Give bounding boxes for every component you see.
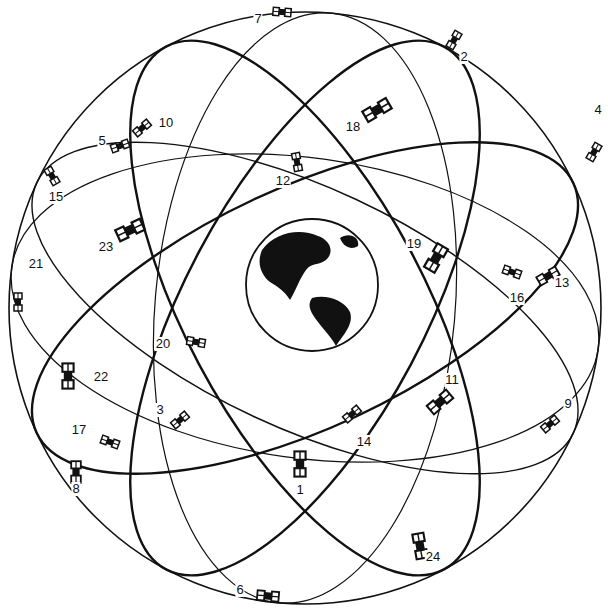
callout-number: 9 — [563, 397, 572, 411]
callout-number: 5 — [97, 134, 106, 148]
callout-number: 4 — [593, 103, 602, 117]
satellite-icon — [427, 390, 454, 415]
orbit-ellipse — [0, 74, 608, 542]
satellite-icon — [100, 435, 120, 449]
outer-orbit — [9, 12, 601, 604]
satellite-icon — [446, 30, 462, 50]
callout-number: 2 — [459, 50, 468, 64]
orbit-ellipse — [130, 0, 480, 610]
greenland — [340, 235, 358, 248]
callout-number: 16 — [509, 291, 525, 305]
satellite-icon — [133, 119, 152, 137]
callout-number: 10 — [158, 116, 174, 130]
callout-number: 19 — [406, 237, 422, 251]
satellite-icon — [71, 461, 81, 483]
callout-number: 21 — [28, 257, 44, 271]
satellite-icon — [62, 363, 73, 388]
satellite-icon — [14, 293, 22, 311]
callout-number: 7 — [253, 12, 262, 26]
callout-number: 14 — [356, 435, 372, 449]
satellite-icon — [343, 405, 362, 423]
south-america — [310, 297, 351, 346]
satellite-icon — [115, 219, 145, 241]
orbit-ellipse — [60, 0, 550, 610]
callout-number: 22 — [93, 370, 109, 384]
callout-number: 11 — [444, 373, 460, 387]
orbit-ellipse — [0, 74, 608, 542]
satellite-icon — [586, 142, 602, 162]
satellite-icon — [273, 7, 292, 17]
callout-number: 20 — [155, 337, 171, 351]
earth — [246, 219, 378, 351]
north-america — [260, 232, 331, 300]
orbit-ellipse — [0, 118, 608, 497]
callout-number: 23 — [98, 240, 114, 254]
satellite-icon — [186, 336, 205, 347]
satellite-icon — [171, 411, 190, 429]
satellite-icons — [14, 7, 602, 601]
satellite-icon — [424, 243, 448, 272]
callout-number: 1 — [295, 483, 304, 497]
satellite-icon — [362, 98, 391, 122]
satellite-icon — [257, 590, 279, 601]
orbit-ellipse — [60, 0, 550, 610]
callout-number: 18 — [345, 120, 361, 134]
satellite-icon — [294, 451, 305, 476]
callout-number: 17 — [71, 423, 87, 437]
callout-number: 3 — [155, 403, 164, 417]
satellite-icon — [44, 166, 60, 186]
callout-number: 15 — [48, 190, 64, 204]
callout-number: 6 — [235, 583, 244, 597]
satellite-icon — [541, 415, 560, 433]
satellite-icon — [291, 152, 302, 171]
callout-number: 13 — [554, 276, 570, 290]
callout-number: 24 — [425, 550, 441, 564]
satellite-icon — [502, 265, 522, 279]
callout-number: 12 — [275, 174, 291, 188]
callout-number: 8 — [71, 482, 80, 496]
satellite-icon — [110, 139, 130, 153]
